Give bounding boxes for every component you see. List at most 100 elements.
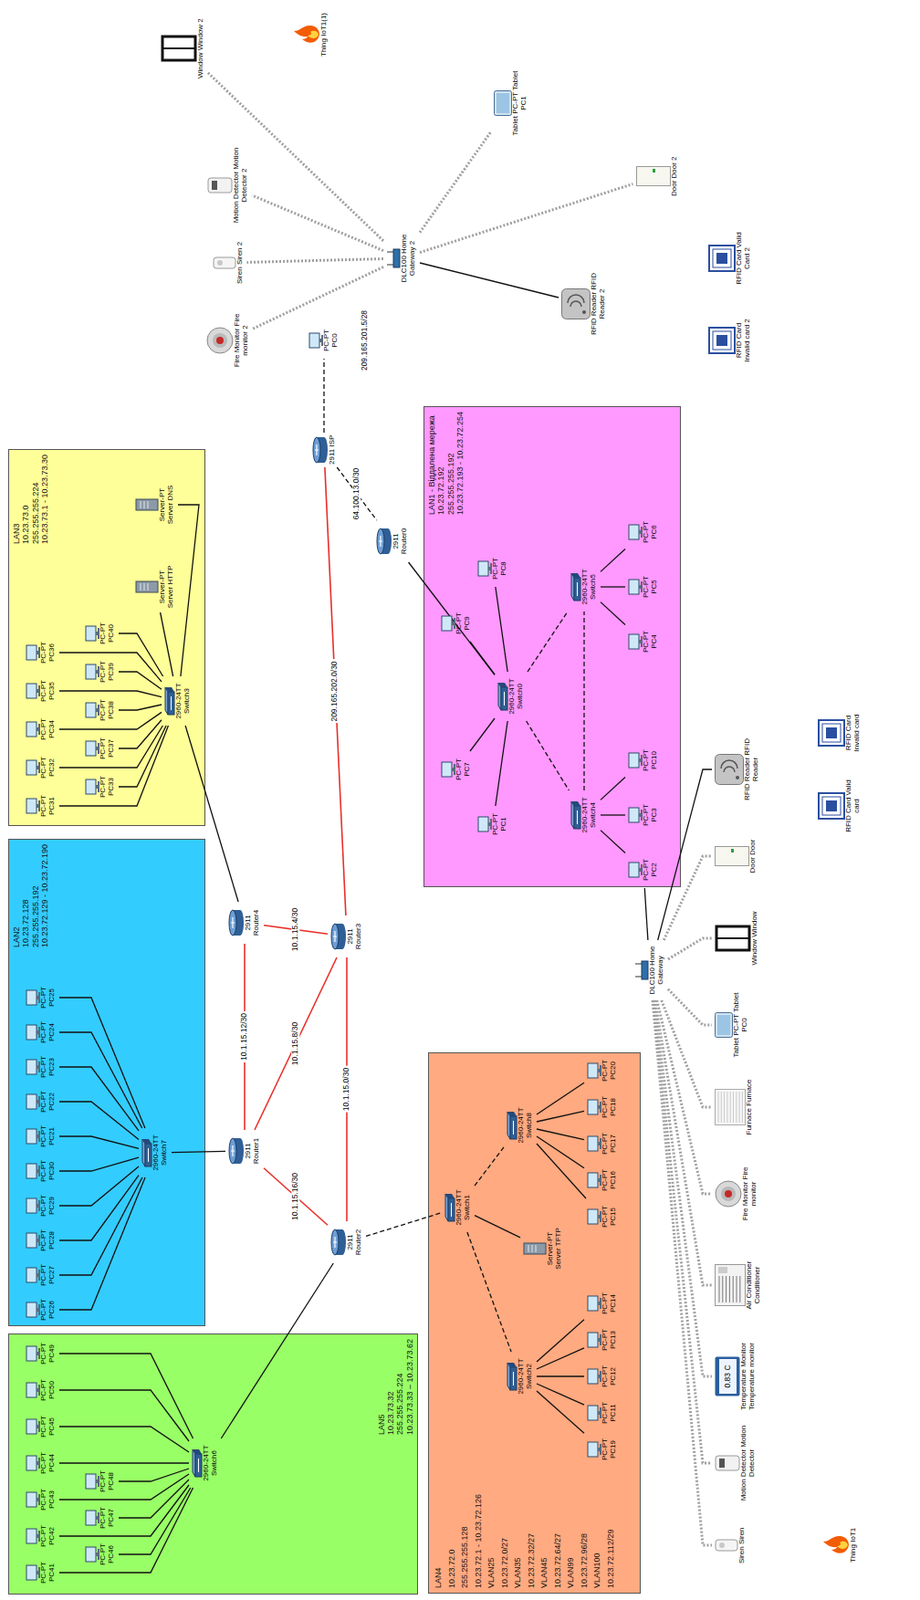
card-icon [708, 326, 736, 355]
pc-icon [84, 739, 100, 758]
device-label: 2960-24TT Switch8 [517, 1103, 534, 1148]
lan-heading-line: VLAN35 [511, 1494, 525, 1589]
pc-node: PC-PT PC35 [24, 674, 58, 708]
lan-heading-line: 255.255.255.224 [31, 454, 41, 544]
router-node: 2911 Router4 [227, 903, 262, 942]
device-label: 2911 ISP [328, 435, 337, 465]
tablet-node: Tablet PC-PT Tablet PC1 [492, 63, 530, 143]
switch-node: 2960-24TT Switch4 [569, 792, 599, 838]
ethernet-link [600, 814, 626, 816]
rfid-card-node: RFID Card Valid Card 2 [707, 230, 753, 287]
pc-node: PC-PT PC0 [307, 324, 341, 357]
pc-icon [627, 522, 643, 542]
device-label: PC-PT PC45 [40, 1411, 57, 1443]
fire-monitor-node: Fire Monitor Fire monitor [713, 1154, 760, 1234]
pc-node: PC-PT PC48 [83, 1464, 117, 1498]
iot-thing-node: Thing IoT1(1) [292, 11, 330, 58]
device-label: PC-PT PC43 [40, 1484, 57, 1516]
pc-node: PC-PT PC37 [83, 731, 117, 765]
device-label: PC-PT PC26 [40, 1294, 57, 1326]
lan-heading-line: LAN5 [376, 1338, 387, 1435]
switch-node: 2960-24TT Switch2 [505, 1353, 535, 1400]
wireless-link [668, 938, 712, 960]
pc-icon [84, 1472, 100, 1491]
router-node: 2911 Router1 [227, 1131, 262, 1171]
device-label: RFID Card Valid Card 2 [735, 230, 753, 286]
switch-node: 2960-24TT Switch7 [140, 1129, 170, 1176]
pc-node: PC-PT PC41 [24, 1556, 58, 1590]
device-label: PC-PT PC50 [40, 1374, 57, 1406]
device-label: PC-PT PC20 [601, 1055, 618, 1087]
lan-heading-line: 10.23.72.129 - 10.23.72.190 [40, 844, 50, 948]
ethernet-link [600, 585, 626, 587]
air-conditioner-node: Air Conditioner Conditioner [713, 1245, 764, 1325]
lan-area: LAN310.23.73.0255.255.255.22410.23.73.1 … [8, 449, 206, 826]
device-label: Door Door [749, 839, 758, 874]
device-label: PC-PT PC41 [40, 1557, 57, 1589]
window-node: Window Window [713, 909, 761, 966]
device-label: PC-PT PC30 [40, 1155, 57, 1187]
lan-area: LAN410.23.72.0255.255.255.12810.23.72.1 … [428, 1052, 641, 1594]
pc-icon [25, 720, 41, 739]
pc-icon [84, 624, 100, 643]
wireless-link [668, 989, 712, 1025]
device-label: 2960-24TT Switch5 [581, 564, 598, 609]
pc-node: PC-PT PC38 [83, 693, 117, 727]
device-label: 2960-24TT Switch6 [202, 1441, 220, 1485]
lan-heading-line: 10.23.72.192 [436, 411, 446, 515]
pc-icon [25, 1453, 41, 1473]
siren-icon [714, 1536, 739, 1554]
home-gateway-node: DLC100 Home Gateway 2 [385, 230, 419, 287]
lan-heading-line: LAN3 [11, 454, 21, 544]
device-label: PC-PT PC29 [40, 1190, 57, 1222]
switch-node: 2960-24TT Switch1 [443, 1184, 473, 1231]
pc-node: PC-PT PC8 [476, 552, 510, 586]
pc-icon [25, 1265, 41, 1285]
sw-icon [570, 572, 582, 602]
pc-node: PC-PT PC30 [24, 1154, 58, 1188]
rfid-reader-node: RFID Reader RFID Reader 2 [560, 264, 608, 344]
serial-link [254, 957, 337, 1130]
serial-link [263, 1168, 328, 1226]
sw-icon [570, 800, 582, 830]
pc-node: PC-PT PC49 [24, 1337, 58, 1370]
pc-node: PC-PT PC13 [585, 1323, 619, 1357]
sw-icon [506, 1361, 518, 1391]
lan-heading-line: VLAN25 [484, 1494, 499, 1589]
sw-icon [444, 1192, 456, 1223]
device-label: Tablet PC-PT Tablet PC1 [512, 64, 529, 142]
rfid-card-node: RFID Card Valid card [816, 777, 863, 835]
router-node: 2911 Router3 [329, 917, 365, 956]
device-label: Air Conditioner Conditioner [745, 1246, 763, 1324]
switch-node: 2960-24TT Switch5 [569, 564, 599, 610]
device-label: Server-PT Server HTTP [158, 564, 176, 610]
pc-node: PC-PT PC46 [83, 1537, 117, 1571]
device-label: PC-PT PC22 [40, 1086, 57, 1118]
lan-area: LAN510.23.73.32255.255.255.22410.23.73.3… [8, 1333, 419, 1595]
device-label: PC-PT PC3 [642, 799, 659, 831]
pc-node: PC-PT PC34 [24, 712, 58, 746]
pc-node: PC-PT PC25 [24, 981, 58, 1015]
pc-node: PC-PT PC45 [24, 1410, 58, 1443]
pc-icon [25, 1161, 41, 1181]
device-label: PC-PT PC49 [40, 1338, 57, 1370]
pc-node: PC-PT PC7 [439, 752, 473, 786]
pc-node: PC-PT PC9 [439, 606, 473, 640]
device-label: RFID Card Invalid card [845, 705, 862, 761]
pc-node: PC-PT PC47 [83, 1501, 117, 1535]
device-label: Furnace Furnace [745, 1079, 754, 1136]
device-label: PC-PT PC11 [601, 1397, 618, 1429]
lan-heading-line: 10.23.72.128 [20, 844, 31, 948]
window-icon [160, 34, 198, 63]
sw-icon [497, 681, 509, 711]
pc-node: PC-PT PC33 [83, 770, 117, 804]
card-icon [817, 719, 846, 747]
pc-node: PC-PT PC14 [585, 1286, 619, 1320]
pc-icon [25, 681, 41, 701]
pc-node: PC-PT PC24 [24, 1015, 58, 1049]
device-label: Tablet PC-PT Tablet PC0 [732, 986, 750, 1064]
pc-icon [84, 662, 100, 681]
device-label: PC-PT PC1 [491, 808, 509, 840]
router-node: 2911 Router0 [375, 522, 410, 561]
device-label: PC-PT PC15 [601, 1201, 618, 1233]
